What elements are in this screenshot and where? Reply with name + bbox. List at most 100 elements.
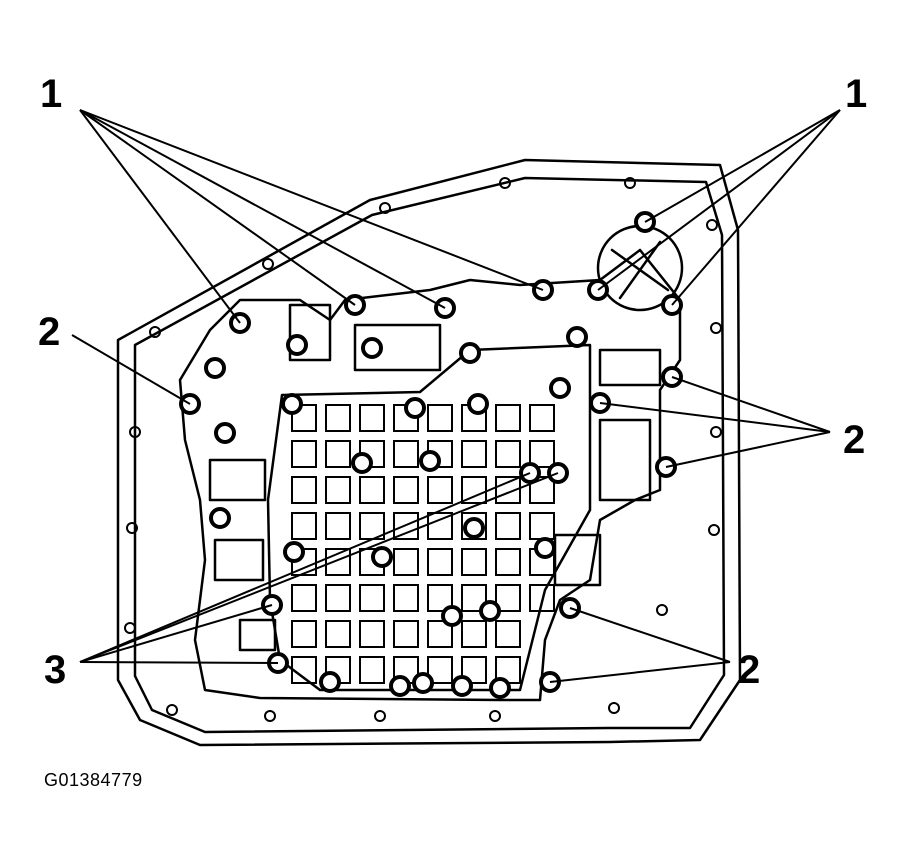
valve-body-outline bbox=[178, 248, 682, 702]
case-bolt-hole bbox=[499, 177, 511, 189]
plate-opening bbox=[427, 584, 453, 612]
plate-opening bbox=[325, 476, 351, 504]
plate-opening bbox=[427, 512, 453, 540]
case-bolt-hole bbox=[706, 219, 718, 231]
valve-body-bolt bbox=[534, 537, 556, 559]
plate-opening bbox=[495, 512, 521, 540]
plate-opening bbox=[393, 512, 419, 540]
valve-body-bolt bbox=[351, 452, 373, 474]
valve-body-bolt bbox=[451, 675, 473, 697]
plate-opening bbox=[427, 620, 453, 648]
plate-opening bbox=[393, 620, 419, 648]
plate-opening bbox=[495, 584, 521, 612]
valve-body-bolt bbox=[404, 397, 426, 419]
plate-opening bbox=[325, 512, 351, 540]
plate-opening bbox=[325, 548, 351, 576]
figure-id: G01384779 bbox=[44, 770, 143, 790]
plate-opening bbox=[495, 440, 521, 468]
plate-opening bbox=[495, 404, 521, 432]
valve-body-bolt bbox=[204, 357, 226, 379]
plate-opening bbox=[291, 476, 317, 504]
case-bolt-hole bbox=[624, 177, 636, 189]
valve-body-bolt bbox=[479, 600, 501, 622]
plate-opening bbox=[359, 584, 385, 612]
valve-body-bolt bbox=[419, 450, 441, 472]
plate-opening bbox=[291, 512, 317, 540]
case-bolt-hole bbox=[149, 326, 161, 338]
case-bolt-hole bbox=[374, 710, 386, 722]
callout-2-left: 2 bbox=[38, 310, 61, 354]
plate-opening bbox=[461, 548, 487, 576]
valve-body-bolt bbox=[361, 337, 383, 359]
plate-grid bbox=[291, 404, 555, 684]
plate-opening bbox=[291, 440, 317, 468]
plate-opening bbox=[529, 404, 555, 432]
valve-body-bolt bbox=[549, 377, 571, 399]
plate-opening bbox=[461, 440, 487, 468]
plate-opening bbox=[427, 476, 453, 504]
valve-body-bolt bbox=[441, 605, 463, 627]
plate-opening bbox=[359, 476, 385, 504]
leader-lines bbox=[71, 109, 841, 683]
plate-opening bbox=[427, 656, 453, 684]
case-bolt-hole bbox=[264, 710, 276, 722]
valve-body-bolts bbox=[179, 211, 683, 699]
case-bolt-hole bbox=[379, 202, 391, 214]
valve-body-bolt bbox=[389, 675, 411, 697]
case-bolt-hole bbox=[656, 604, 668, 616]
case-outline bbox=[116, 158, 742, 747]
plate-opening bbox=[393, 548, 419, 576]
valve-body-bolt bbox=[412, 672, 434, 694]
callout-2-right: 2 bbox=[843, 418, 866, 462]
plate-opening bbox=[291, 620, 317, 648]
plate-opening bbox=[291, 404, 317, 432]
plate-opening bbox=[461, 620, 487, 648]
plate-opening bbox=[461, 476, 487, 504]
plate-opening bbox=[495, 476, 521, 504]
callout-2-bottom: 2 bbox=[738, 648, 761, 692]
valve-body-bolt bbox=[319, 671, 341, 693]
valve-body-bolt bbox=[281, 393, 303, 415]
valve-body-bolt bbox=[459, 342, 481, 364]
plate-opening bbox=[291, 584, 317, 612]
case-bolt-hole bbox=[710, 322, 722, 334]
plate-opening bbox=[529, 512, 555, 540]
plate-opening bbox=[325, 404, 351, 432]
plate-opening bbox=[461, 656, 487, 684]
plate-opening bbox=[529, 584, 555, 612]
plate-opening bbox=[325, 620, 351, 648]
valve-body-bolt bbox=[566, 326, 588, 348]
plate-opening bbox=[393, 440, 419, 468]
plate-opening bbox=[393, 476, 419, 504]
valve-body-bolt bbox=[489, 677, 511, 699]
valve-body-bolt bbox=[463, 517, 485, 539]
case-bolt-hole bbox=[262, 258, 274, 270]
plate-opening bbox=[325, 440, 351, 468]
callout-1-right: 1 bbox=[845, 72, 868, 116]
plate-opening bbox=[291, 656, 317, 684]
case-bolt-holes bbox=[124, 177, 722, 722]
valve-body-bolt bbox=[209, 507, 231, 529]
valve-body-bolt bbox=[371, 546, 393, 568]
plate-opening bbox=[427, 548, 453, 576]
plate-opening bbox=[359, 656, 385, 684]
plate-opening bbox=[529, 476, 555, 504]
case-bolt-hole bbox=[124, 622, 136, 634]
callout-1-left: 1 bbox=[40, 72, 63, 116]
case-bolt-hole bbox=[710, 426, 722, 438]
plate-opening bbox=[495, 620, 521, 648]
callout-3-left: 3 bbox=[44, 648, 67, 692]
plate-opening bbox=[325, 584, 351, 612]
valve-body-bolt bbox=[283, 541, 305, 563]
plate-opening bbox=[359, 404, 385, 432]
plate-opening bbox=[393, 584, 419, 612]
case-bolt-hole bbox=[708, 524, 720, 536]
plate-opening bbox=[427, 404, 453, 432]
case-bolt-hole bbox=[489, 710, 501, 722]
valve-body-bolt bbox=[214, 422, 236, 444]
plate-opening bbox=[359, 620, 385, 648]
valve-body-bolt bbox=[286, 334, 308, 356]
plate-opening bbox=[495, 548, 521, 576]
case-bolt-hole bbox=[126, 522, 138, 534]
